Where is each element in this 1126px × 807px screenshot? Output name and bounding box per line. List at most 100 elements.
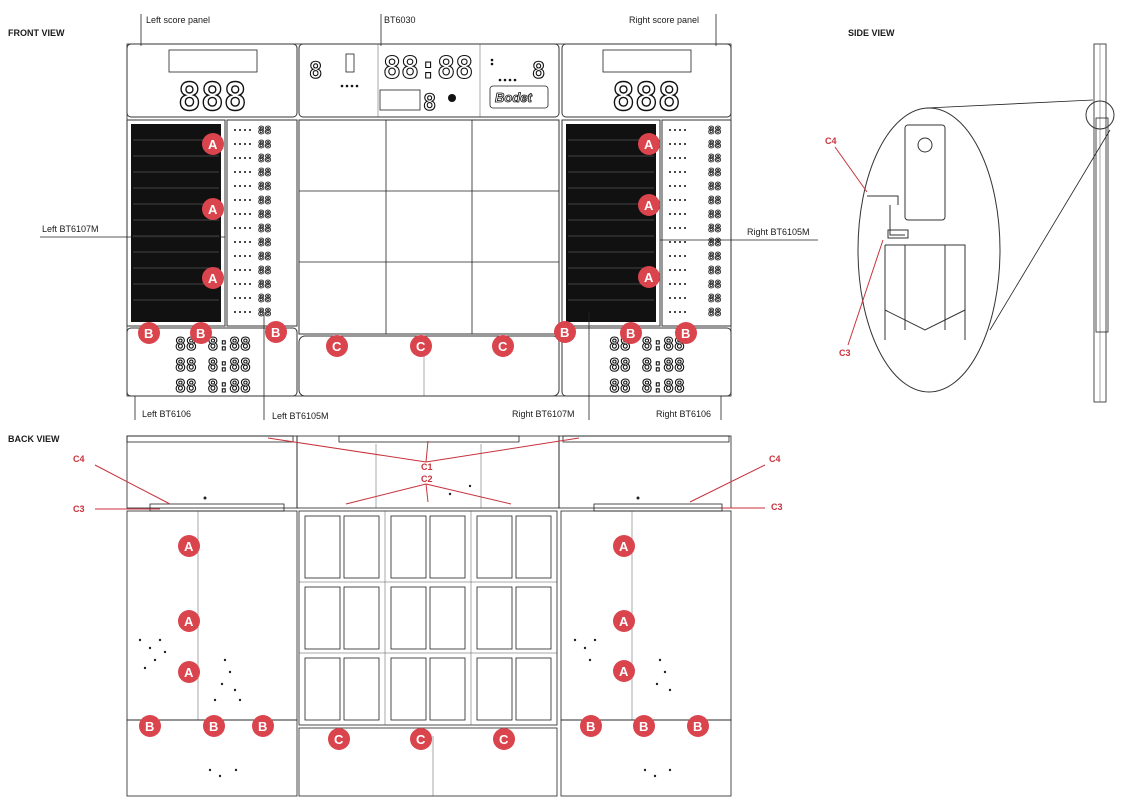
svg-text:88: 88 [258,194,271,207]
label-bt6030: BT6030 [384,15,416,25]
right-bt6106-panel: 88 8:88 88 8:88 88 8:88 [561,327,732,398]
svg-text:B: B [586,719,595,734]
svg-text:88: 88 [708,138,721,151]
badge-a: A [178,535,200,557]
svg-text:B: B [560,325,569,340]
svg-text:88: 88 [708,306,721,319]
badge-c: C [410,335,432,357]
svg-text:88: 88 [258,250,271,263]
badge-b: B [687,715,709,737]
svg-text:88: 88 [708,250,721,263]
badge-a: A [613,610,635,632]
badge-b: B [620,322,642,344]
badge-b: B [138,322,160,344]
label-right-score-panel: Right score panel [629,15,699,25]
svg-text:A: A [619,539,629,554]
center-small-digit-left: 8 [309,59,322,84]
svg-text:B: B [144,326,153,341]
front-view-heading: FRONT VIEW [8,28,65,38]
right-bt6107m-panel [561,119,661,327]
badge-c: C [492,335,514,357]
side-view: C4 C3 [825,43,1115,403]
badge-b: B [675,322,697,344]
badge-b: B [633,715,655,737]
badge-a: A [638,194,660,216]
svg-text:88: 88 [258,292,271,305]
label-left-bt6107m: Left BT6107M [42,224,99,234]
badge-a: A [638,133,660,155]
label-right-bt6107m: Right BT6107M [512,409,575,419]
svg-text:B: B [271,325,280,340]
svg-text:C: C [498,339,508,354]
badge-b: B [554,321,576,343]
badge-a: A [202,267,224,289]
svg-text:88: 88 [258,236,271,249]
back-view-heading: BACK VIEW [8,434,60,444]
badge-c: C [410,728,432,750]
center-period-digit: 8 [423,91,436,116]
svg-text:A: A [184,665,194,680]
svg-text:B: B [258,719,267,734]
right-timer-row-1: 88 8:88 [609,334,685,355]
left-timer-row-3: 88 8:88 [175,376,251,397]
svg-text:A: A [644,137,654,152]
svg-text:C: C [334,732,344,747]
badge-a: A [202,133,224,155]
svg-text:88: 88 [708,152,721,165]
side-bracket-detail [867,124,966,340]
right-score-panel: 888 [561,43,732,120]
left-score-digits: 888 [178,75,247,119]
right-score-digits: 888 [612,75,681,119]
center-small-digit-right: 8 [532,59,545,84]
svg-text:A: A [208,271,218,286]
svg-text:B: B [639,719,648,734]
front-leaders [40,14,818,420]
svg-text:88: 88 [708,236,721,249]
svg-text:88: 88 [258,124,271,137]
badge-c: C [326,335,348,357]
center-bt6030: 8 88:88 8 8 Bodet [298,43,560,118]
badge-b: B [203,715,225,737]
svg-text:88: 88 [708,278,721,291]
svg-text:88: 88 [258,306,271,319]
svg-text:88: 88 [708,222,721,235]
center-bottom-panel [298,335,560,397]
center-video-grid [298,119,560,335]
svg-text:88: 88 [258,264,271,277]
badge-a: A [613,535,635,557]
svg-text:A: A [184,539,194,554]
center-clock: 88:88 [383,51,473,86]
right-timer-row-3: 88 8:88 [609,376,685,397]
label-right-bt6106: Right BT6106 [656,409,711,419]
left-timer-row-2: 88 8:88 [175,355,251,376]
label-left-score-panel: Left score panel [146,15,210,25]
svg-text:88: 88 [708,180,721,193]
badge-a: A [178,610,200,632]
badge-a: A [638,266,660,288]
badge-b: B [190,322,212,344]
svg-text:88: 88 [708,166,721,179]
svg-text:A: A [184,614,194,629]
side-view-heading: SIDE VIEW [848,28,895,38]
back-callout-lines [94,437,766,510]
svg-text:A: A [208,202,218,217]
svg-text:88: 88 [258,208,271,221]
side-callout-c3: C3 [839,348,851,358]
callout-c3-right: C3 [771,502,783,512]
svg-text:B: B [145,719,154,734]
back-center-modules [298,510,558,797]
svg-text:88: 88 [258,222,271,235]
svg-text:88: 88 [708,208,721,221]
svg-text:A: A [644,198,654,213]
callout-c3-left: C3 [73,504,85,514]
brand-logo: Bodet [495,90,533,105]
svg-text:C: C [332,339,342,354]
badge-a: A [202,198,224,220]
left-score-panel: 888 [126,43,298,120]
svg-text:C: C [416,732,426,747]
callout-c2: C2 [421,474,433,484]
svg-text:B: B [693,719,702,734]
svg-text:88: 88 [258,138,271,151]
